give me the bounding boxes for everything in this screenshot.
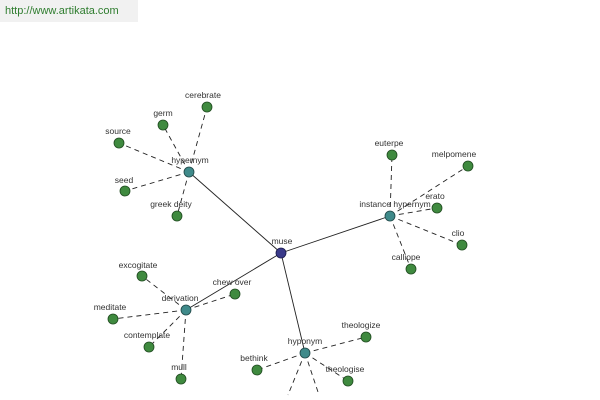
edge-instance-hypernym-euterpe [389, 154, 393, 217]
node-greek-deity[interactable] [171, 210, 183, 222]
label-contemplate: contemplate [124, 330, 171, 340]
node-instance-hypernym[interactable] [384, 210, 396, 222]
label-theologize: theologize [342, 320, 381, 330]
edge-muse-hypernym [188, 171, 282, 254]
edge-muse-instance-hypernym [280, 215, 391, 254]
node-theologise[interactable] [342, 375, 354, 387]
edge-derivation-mull [180, 309, 187, 380]
nodes [107, 101, 474, 387]
edge-derivation-contemplate [148, 309, 187, 348]
label-germ: germ [153, 108, 172, 118]
edge-instance-hypernym-calliope [389, 215, 412, 270]
edge-derivation-meditate [112, 309, 187, 320]
edge-muse-hyponym [280, 252, 306, 354]
node-cerebrate[interactable] [201, 101, 213, 113]
label-greek-deity: greek deity [150, 199, 192, 209]
node-muse[interactable] [275, 247, 287, 259]
labels: muse hypernym cerebrate germ source seed greek… [94, 90, 477, 374]
node-hypernym[interactable] [183, 166, 195, 178]
node-excogitate[interactable] [136, 270, 148, 282]
label-hypernym: hypernym [171, 155, 208, 165]
label-cerebrate: cerebrate [185, 90, 221, 100]
label-muse: muse [272, 236, 293, 246]
node-calliope[interactable] [405, 263, 417, 275]
node-seed[interactable] [119, 185, 131, 197]
node-melpomene[interactable] [462, 160, 474, 172]
source-url[interactable]: http://www.artikata.com [0, 0, 138, 22]
node-source[interactable] [113, 137, 125, 149]
label-meditate: meditate [94, 302, 127, 312]
node-derivation[interactable] [180, 304, 192, 316]
label-instance-hypernym: instance hypernym [359, 199, 430, 209]
node-mull[interactable] [175, 373, 187, 385]
node-hyponym[interactable] [299, 347, 311, 359]
node-theologize[interactable] [360, 331, 372, 343]
label-excogitate: excogitate [119, 260, 158, 270]
node-contemplate[interactable] [143, 341, 155, 353]
edge-muse-derivation [185, 252, 282, 311]
edge-instance-hypernym-erato [389, 207, 438, 217]
label-clio: clio [452, 228, 465, 238]
node-chew-over[interactable] [229, 288, 241, 300]
node-meditate[interactable] [107, 313, 119, 325]
edge-hyponym-offscreen-2 [304, 352, 320, 396]
label-derivation: derivation [162, 293, 199, 303]
edges [112, 106, 469, 396]
label-calliope: calliope [392, 252, 421, 262]
label-seed: seed [115, 175, 134, 185]
edge-hypernym-source [118, 142, 190, 173]
edge-hypernym-cerebrate [188, 106, 208, 173]
label-source: source [105, 126, 131, 136]
label-hyponym: hyponym [288, 336, 323, 346]
node-clio[interactable] [456, 239, 468, 251]
edge-derivation-excogitate [141, 275, 187, 311]
node-germ[interactable] [157, 119, 169, 131]
node-erato[interactable] [431, 202, 443, 214]
label-chew-over: chew over [213, 277, 252, 287]
edge-instance-hypernym-melpomene [389, 165, 469, 217]
label-theologise: theologise [326, 364, 365, 374]
label-euterpe: euterpe [375, 138, 404, 148]
label-erato: erato [425, 191, 445, 201]
edge-hyponym-offscreen-1 [287, 352, 306, 396]
edge-instance-hypernym-clio [389, 215, 463, 246]
node-bethink[interactable] [251, 364, 263, 376]
edge-hyponym-theologize [304, 336, 367, 354]
edge-hypernym-seed [124, 171, 190, 192]
label-bethink: bethink [240, 353, 268, 363]
edge-hypernym-greek-deity [176, 171, 190, 217]
label-mull: mull [171, 362, 187, 372]
label-melpomene: melpomene [432, 149, 477, 159]
node-euterpe[interactable] [386, 149, 398, 161]
